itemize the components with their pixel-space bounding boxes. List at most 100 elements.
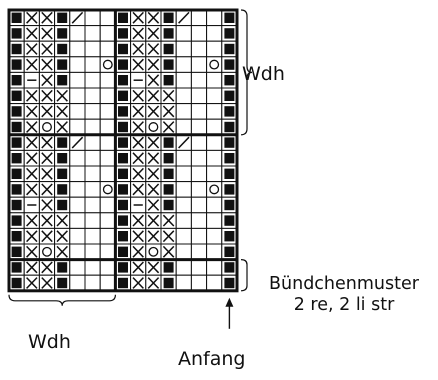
filled-square-symbol xyxy=(118,168,128,179)
cross-symbol xyxy=(26,261,38,274)
chart-cell xyxy=(190,118,208,136)
filled-square-symbol xyxy=(11,246,22,257)
chart-cell xyxy=(160,25,177,42)
chart-cell xyxy=(206,71,223,89)
chart-cell xyxy=(38,259,56,276)
chart-cell xyxy=(160,243,177,261)
chart-cell xyxy=(130,87,147,105)
filled-square-symbol xyxy=(224,262,235,273)
cross-symbol xyxy=(26,136,38,149)
filled-square-symbol xyxy=(11,277,22,289)
chart-cell xyxy=(54,274,71,292)
cross-symbol xyxy=(41,183,53,196)
chart-cell xyxy=(145,25,162,42)
filled-square-symbol xyxy=(57,43,68,55)
filled-square-symbol xyxy=(118,262,128,273)
chart-cell xyxy=(23,259,40,276)
chart-cell xyxy=(8,243,25,261)
chart-cell xyxy=(23,212,40,229)
chart-cell xyxy=(54,40,71,58)
chart-cell xyxy=(69,25,86,42)
filled-square-symbol xyxy=(118,59,128,70)
chart-cell xyxy=(175,259,192,276)
chart-cell xyxy=(190,103,208,120)
chart-cell xyxy=(130,71,147,89)
chart-cell xyxy=(99,40,116,58)
cross-symbol xyxy=(132,183,144,196)
chart-cell xyxy=(84,87,101,105)
filled-square-symbol xyxy=(224,246,235,257)
chart-cell xyxy=(38,25,56,42)
chart-cell xyxy=(221,149,238,167)
chart-cell xyxy=(23,103,40,120)
chart-cell xyxy=(8,165,25,183)
cross-symbol xyxy=(41,214,53,227)
chart-cell xyxy=(114,56,132,73)
circle-symbol xyxy=(148,246,159,257)
cross-symbol xyxy=(132,261,144,274)
chart-cell xyxy=(69,165,86,183)
chart-cell xyxy=(114,149,132,167)
chart-cell xyxy=(69,118,86,136)
chart-cell xyxy=(54,25,71,42)
chart-cell xyxy=(130,243,147,261)
filled-square-symbol xyxy=(118,137,128,148)
rib-bracket-right xyxy=(240,259,248,292)
chart-cell xyxy=(23,87,40,105)
repeat-brace-right xyxy=(240,9,253,136)
filled-square-symbol xyxy=(11,184,22,195)
chart-cell xyxy=(190,71,208,89)
filled-square-symbol xyxy=(11,90,22,101)
filled-square-symbol xyxy=(224,215,235,226)
chart-cell xyxy=(221,227,238,245)
chart-cell xyxy=(69,134,86,151)
circle-symbol xyxy=(102,184,113,195)
chart-cell xyxy=(221,87,238,105)
cross-symbol xyxy=(41,89,53,102)
filled-square-symbol xyxy=(118,43,128,55)
chart-cell xyxy=(84,196,101,214)
cross-symbol xyxy=(132,43,144,55)
filled-square-symbol xyxy=(118,12,128,23)
chart-cell xyxy=(145,118,162,136)
cross-symbol xyxy=(132,245,144,258)
filled-square-symbol xyxy=(118,75,128,86)
chart-cell xyxy=(206,9,223,27)
cross-symbol xyxy=(162,89,175,102)
cross-symbol xyxy=(41,152,53,165)
chart-cell xyxy=(69,212,86,229)
cross-symbol xyxy=(132,167,144,180)
cross-symbol xyxy=(26,58,38,71)
chart-cell xyxy=(160,56,177,73)
rib-pattern-title: Bündchenmuster xyxy=(269,274,419,294)
cross-symbol xyxy=(41,105,53,118)
cross-symbol xyxy=(147,136,160,149)
filled-square-symbol xyxy=(224,28,235,39)
circle-symbol xyxy=(148,122,159,132)
chart-cell xyxy=(206,87,223,105)
cross-symbol xyxy=(147,214,160,227)
cross-symbol xyxy=(132,58,144,71)
chart-cell xyxy=(69,71,86,89)
chart-cell xyxy=(190,243,208,261)
chart-cell xyxy=(69,196,86,214)
filled-square-symbol xyxy=(224,59,235,70)
chart-cell xyxy=(175,134,192,151)
filled-square-symbol xyxy=(11,121,22,133)
filled-square-symbol xyxy=(118,184,128,195)
filled-square-symbol xyxy=(224,90,235,101)
chart-cell xyxy=(221,259,238,276)
cross-symbol xyxy=(41,11,53,24)
filled-square-symbol xyxy=(163,153,174,164)
start-arrow-head xyxy=(225,297,234,307)
chart-cell xyxy=(38,87,56,105)
chart-cell xyxy=(54,181,71,198)
chart-cell xyxy=(23,118,40,136)
chart-cell xyxy=(99,56,116,73)
chart-cell xyxy=(145,134,162,151)
cross-symbol xyxy=(147,230,160,243)
chart-cell xyxy=(206,181,223,198)
chart-cell xyxy=(54,149,71,167)
chart-cell xyxy=(54,243,71,261)
